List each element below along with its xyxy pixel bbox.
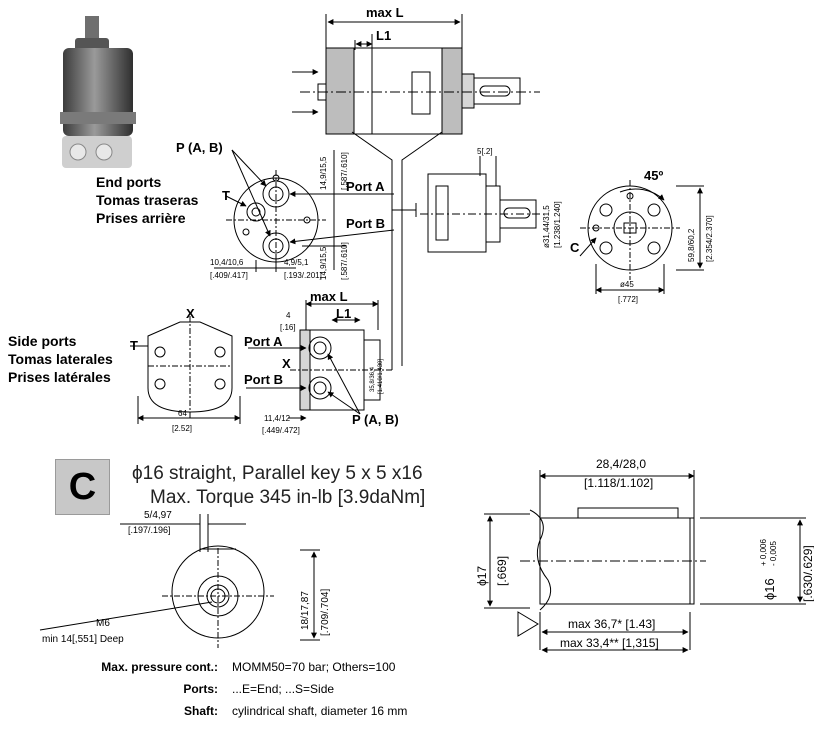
flange-dim-772: [.772] <box>618 295 638 304</box>
shaft-end-view <box>39 514 320 648</box>
shaft-side-view <box>484 470 806 653</box>
side-dim-64: 64 <box>178 409 187 418</box>
side-x-mid-label: X <box>282 356 291 371</box>
end-port-face <box>214 149 395 272</box>
side-dim-11-4: 11,4/12 <box>264 414 291 423</box>
spec-label: Max. pressure cont.: <box>101 660 218 674</box>
shaft-dim-1118: [1.118/1.102] <box>584 476 653 490</box>
side-l1-label: L1 <box>336 306 351 321</box>
motor-top-view <box>292 14 540 370</box>
side-port-body <box>246 300 392 421</box>
end-dim-lower: 14,9/15,5 <box>319 246 328 280</box>
side-ports-label-fr: Prises latérales <box>8 369 111 385</box>
end-ports-label-es: Tomas traseras <box>96 192 199 208</box>
shaft-max-36-7: max 36,7* [1.43] <box>568 617 655 631</box>
side-dim-2-52: [2.52] <box>172 424 192 433</box>
side-dim-35-8: 35,8/36,4 <box>370 366 376 392</box>
flange-angle-label: 45º <box>644 168 663 183</box>
shaft-dim-28-4: 28,4/28,0 <box>596 457 646 471</box>
side-port-a-label: Port A <box>244 334 283 349</box>
shaft-m6-label: M6 <box>96 618 110 629</box>
motor-side-view <box>420 156 548 253</box>
shaft-section-title: ϕ16 straight, Parallel key 5 x 5 x16 Max… <box>132 462 425 510</box>
shaft-tol-minus: - 0,005 <box>769 541 778 566</box>
flange-c-label: C <box>570 240 580 255</box>
side-port-face <box>130 316 241 424</box>
top-l1-label: L1 <box>376 28 391 43</box>
end-port-b-label: Port B <box>346 216 385 231</box>
side-dim-4: 4 <box>286 311 291 320</box>
end-dim-upper-in: [.587/.610] <box>340 152 349 190</box>
motor-photo <box>60 16 136 168</box>
end-port-a-label: Port A <box>346 179 385 194</box>
side-dim-16: [.16] <box>280 323 296 332</box>
shaft-dim-630: [.630/.629] <box>801 545 814 602</box>
end-dim-upper: 14,9/15,5 <box>319 156 328 190</box>
shaft-dim-18: 18/17,87 <box>300 591 311 630</box>
spec-value: cylindrical shaft, diameter 16 mm <box>232 704 408 718</box>
end-dim-4-9: 4,9/5,1 <box>284 258 309 267</box>
side-x-top-label: X <box>186 306 195 321</box>
flange-view <box>579 180 704 294</box>
spec-value: MOMM50=70 bar; Others=100 <box>232 660 396 674</box>
shaft-phi17: ϕ17 <box>475 566 489 586</box>
spec-label: Ports: <box>183 682 218 696</box>
shaft-tol-plus: + 0,006 <box>759 539 768 566</box>
side-p-ab-label: P (A, B) <box>352 412 399 427</box>
end-dim-10-4: 10,4/10,6 <box>210 258 244 267</box>
spec-row-ports: Ports: ...E=End; ...S=Side <box>40 682 560 704</box>
end-dim-193: [.193/.201] <box>284 271 322 280</box>
spec-value: ...E=End; ...S=Side <box>232 682 335 696</box>
end-ports-label-fr: Prises arrière <box>96 210 186 226</box>
top-max-l-label: max L <box>366 5 404 20</box>
shaft-dim-197: [.197/.196] <box>128 525 171 535</box>
side-ports-label-es: Tomas laterales <box>8 351 113 367</box>
shaft-dim-5-4-97: 5/4,97 <box>144 510 172 521</box>
end-p-ab-label: P (A, B) <box>176 140 223 155</box>
side-port-b-label: Port B <box>244 372 283 387</box>
shaft-title-line2: Max. Torque 345 in-lb [3.9daNm] <box>150 487 426 508</box>
shaft-max-33-4: max 33,4** [1,315] <box>560 636 659 650</box>
side-max-l-label: max L <box>310 289 348 304</box>
end-ports-label: End ports <box>96 174 162 190</box>
side-dim-5-2: 5[.2] <box>477 147 493 156</box>
shaft-title-line1: ϕ16 straight, Parallel key 5 x 5 x16 <box>132 463 423 484</box>
spec-row-shaft: Shaft: cylindrical shaft, diameter 16 mm <box>40 704 560 726</box>
side-ports-label: Side ports <box>8 333 77 349</box>
side-dim-449: [.449/.472] <box>262 426 300 435</box>
side-dim-31-44: ø31,44/31,5 <box>542 205 551 248</box>
side-dim-1238: [1.238/1.240] <box>553 201 562 248</box>
side-t-label: T <box>130 338 138 353</box>
flange-dim-2354: [2.354/2.370] <box>705 215 714 262</box>
shaft-type-badge: C <box>55 459 110 515</box>
spec-row-pressure: Max. pressure cont.: MOMM50=70 bar; Othe… <box>40 660 560 682</box>
side-dim-1410: [1.410/1.430] <box>378 359 384 394</box>
flange-dim-phi45: ø45 <box>620 280 634 289</box>
end-dim-lower-in: [.587/.610] <box>340 242 349 280</box>
shaft-deep-label: min 14[,551] Deep <box>42 634 124 645</box>
end-t-label: T <box>222 188 230 203</box>
shaft-dim-709: [.709/.704] <box>320 589 331 636</box>
spec-table: Max. pressure cont.: MOMM50=70 bar; Othe… <box>40 660 560 726</box>
spec-label: Shaft: <box>184 704 218 718</box>
shaft-dim-669: [.669] <box>495 556 509 586</box>
flange-dim-59-8: 59,8/60,2 <box>687 228 696 262</box>
end-dim-409: [.409/.417] <box>210 271 248 280</box>
shaft-phi16: ϕ16 <box>762 578 777 600</box>
